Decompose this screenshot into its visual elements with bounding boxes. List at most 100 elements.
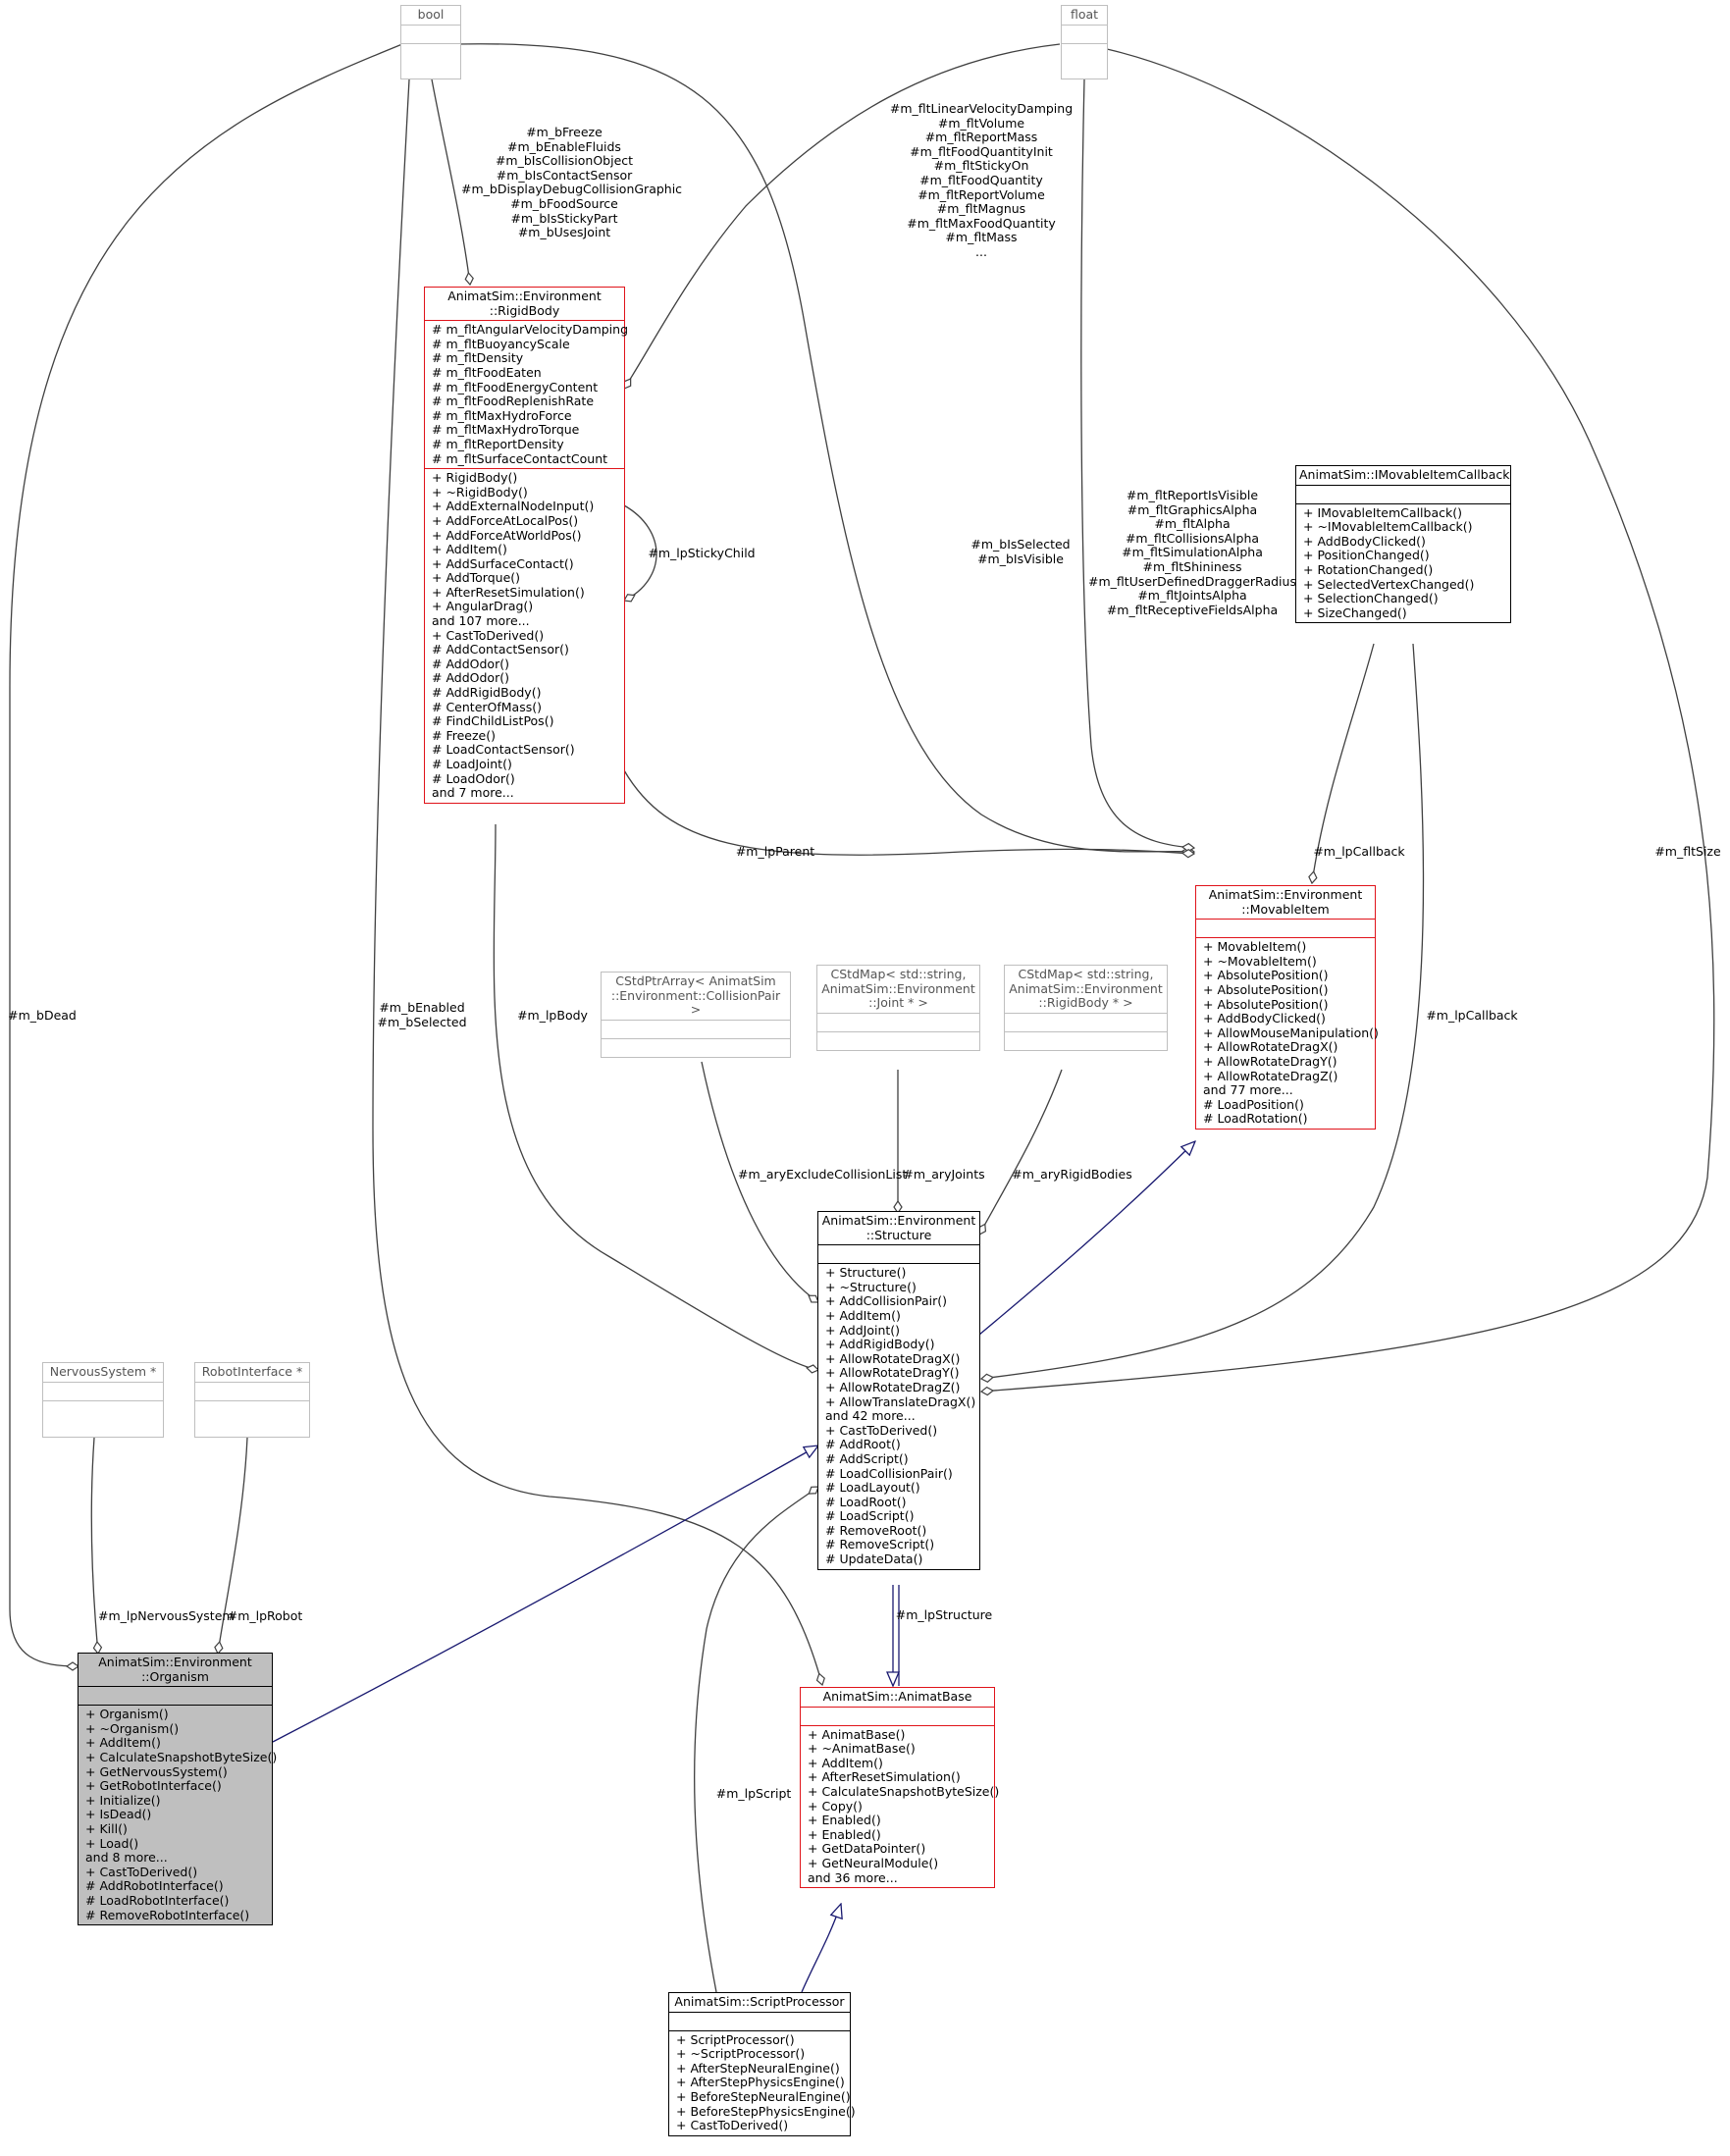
class-organism-method-7: + IsDead() (85, 1807, 152, 1822)
class-structure-title-1: ::Structure (865, 1227, 932, 1242)
label-rigidbody-float-7: #m_fltMagnus (936, 201, 1026, 217)
class-imovableitemcallback[interactable]: AnimatSim::IMovableItemCallback + IMovab… (1295, 465, 1511, 624)
class-animatbase[interactable]: AnimatSim::AnimatBase + AnimatBase()+ ~A… (800, 1687, 999, 1889)
class-imovableitemcallback-title-0: AnimatSim::IMovableItemCallback (1299, 467, 1510, 482)
class-animatbase-title: AnimatSim::AnimatBase (801, 1688, 994, 1707)
class-animatbase-method-5: + Copy() (808, 1798, 863, 1814)
class-structure[interactable]: AnimatSim::Environment::Structure + Stru… (817, 1211, 980, 1570)
class-organism[interactable]: AnimatSim::Environment::Organism + Organ… (78, 1653, 277, 1926)
label-movable-floats: #m_fltReportIsVisible#m_fltGraphicsAlpha… (1079, 488, 1305, 617)
class-organism-method-9: + Load() (85, 1835, 139, 1851)
label-movable-bool-1: #m_bIsVisible (977, 551, 1064, 566)
class-rigidbody-method-22: and 7 more... (432, 785, 514, 801)
class-bool[interactable]: bool (400, 5, 461, 79)
edge-float-rigidbody (624, 43, 1061, 389)
class-structure-method-14: # LoadCollisionPair() (825, 1465, 953, 1481)
class-nervoussystem-pointer[interactable]: NervousSystem * (42, 1362, 164, 1438)
label-movable-float-1: #m_fltGraphicsAlpha (1127, 501, 1258, 517)
class-animatbase-method-8: + GetDataPointer() (808, 1841, 926, 1857)
label-rigidbody-bool-0: #m_bFreeze (526, 125, 603, 139)
class-rigidbody-map-title-1: AnimatSim::Environment (1009, 980, 1163, 996)
label-parent: #m_lpParent (735, 844, 815, 859)
class-movableitem-method-3: + AbsolutePosition() (1203, 981, 1329, 997)
edge-script-inherits-animatbase (801, 1904, 841, 1993)
label-rigidbody-float-3: #m_fltFoodQuantityInit (910, 143, 1053, 159)
edge-bool-rigidbody (431, 79, 470, 285)
class-collisionpair-ptrarray[interactable]: CStdPtrArray< AnimatSim::Environment::Co… (601, 972, 791, 1058)
class-organism-method-12: # AddRobotInterface() (85, 1878, 224, 1894)
label-structure: #m_lpStructure (895, 1607, 993, 1622)
class-rigidbody-method-21: # LoadOdor() (432, 770, 515, 786)
class-float[interactable]: float (1061, 5, 1108, 79)
class-scriptprocessor-method-0: + ScriptProcessor() (676, 2031, 795, 2047)
label-rigidbody-floats: #m_fltLinearVelocityDamping#m_fltVolume#… (883, 101, 1079, 260)
edge-structure-inherits-movable (978, 1141, 1195, 1336)
class-structure-method-0: + Structure() (825, 1265, 907, 1281)
class-rigidbody-attribute-0: # m_fltAngularVelocityDamping (432, 322, 629, 338)
class-organism-title-0: AnimatSim::Environment (98, 1655, 252, 1669)
edge-bool-organism (9, 43, 403, 1666)
class-rigidbody-map-attributes (1005, 1012, 1167, 1031)
class-robotinterface-pointer-methods (195, 1399, 309, 1419)
label-rigidbody-bools: #m_bFreeze#m_bEnableFluids#m_bIsCollisio… (461, 125, 682, 240)
class-rigidbody-map[interactable]: CStdMap< std::string,AnimatSim::Environm… (1004, 965, 1168, 1051)
edge-callback-structure (981, 643, 1425, 1379)
class-joint-map-title: CStdMap< std::string,AnimatSim::Environm… (817, 966, 979, 1013)
class-rigidbody-attribute-6: # m_fltMaxHydroForce (432, 407, 572, 423)
class-joint-map[interactable]: CStdMap< std::string,AnimatSim::Environm… (816, 965, 980, 1051)
class-structure-method-13: # AddScript() (825, 1450, 909, 1466)
edge-float-structure (981, 48, 1715, 1392)
label-callback-structure: #m_lpCallback (1426, 1008, 1518, 1023)
class-collisionpair-ptrarray-title: CStdPtrArray< AnimatSim::Environment::Co… (602, 973, 790, 1020)
class-movableitem-methods: + MovableItem()+ ~MovableItem()+ Absolut… (1196, 937, 1379, 1129)
label-flt-size: #m_fltSize (1654, 844, 1721, 859)
class-imovableitemcallback-method-0: + IMovableItemCallback() (1303, 504, 1462, 520)
class-rigidbody-title-0: AnimatSim::Environment (447, 289, 602, 303)
label-rigidbody-float-0: #m_fltLinearVelocityDamping (889, 101, 1074, 116)
class-collisionpair-ptrarray-title-1: ::Environment::CollisionPair > (610, 987, 781, 1018)
label-exclude-collision: #m_aryExcludeCollisionList (738, 1167, 908, 1182)
class-imovableitemcallback-methods: + IMovableItemCallback()+ ~IMovableItemC… (1296, 502, 1510, 623)
class-movableitem-method-1: + ~MovableItem() (1203, 953, 1317, 969)
class-movableitem-method-2: + AbsolutePosition() (1203, 968, 1329, 983)
class-organism-method-2: + AddItem() (85, 1735, 161, 1751)
class-movableitem-title-1: ::MovableItem (1241, 901, 1330, 917)
class-structure-methods: + Structure()+ ~Structure()+ AddCollisio… (818, 1263, 979, 1568)
class-structure-title-0: AnimatSim::Environment (821, 1213, 976, 1228)
class-organism-methods: + Organism()+ ~Organism()+ AddItem()+ Ca… (79, 1705, 277, 1924)
class-imovableitemcallback-method-6: + SelectionChanged() (1303, 591, 1439, 606)
class-rigidbody-method-10: and 107 more... (432, 613, 530, 629)
class-structure-attributes (818, 1244, 979, 1263)
class-imovableitemcallback-attributes (1296, 484, 1510, 503)
label-lp-body: #m_lpBody (517, 1008, 588, 1023)
class-movableitem-method-9: + AllowRotateDragZ() (1203, 1068, 1338, 1083)
class-organism-method-5: + GetRobotInterface() (85, 1778, 222, 1794)
class-rigidbody-map-title-2: ::RigidBody * > (1038, 995, 1133, 1011)
label-nervous-system: #m_lpNervousSystem (98, 1608, 235, 1623)
class-movableitem-attributes (1196, 919, 1375, 937)
class-rigidbody[interactable]: AnimatSim::Environment::RigidBody # m_fl… (424, 287, 629, 804)
class-animatbase-title-0: AnimatSim::AnimatBase (822, 1689, 972, 1704)
label-movable-float-8: #m_fltReceptiveFieldsAlpha (1106, 602, 1279, 617)
label-rigidbody-bool-5: #m_bFoodSource (510, 195, 618, 211)
edge-organism-inherits-structure (272, 1446, 818, 1743)
label-base-bool-0: #m_bEnabled (379, 1000, 465, 1015)
label-callback-movable: #m_lpCallback (1313, 844, 1405, 859)
class-animatbase-method-3: + AfterResetSimulation() (808, 1769, 961, 1785)
class-scriptprocessor-method-1: + ~ScriptProcessor() (676, 2046, 806, 2062)
class-rigidbody-method-6: + AddSurfaceContact() (432, 555, 574, 571)
class-scriptprocessor[interactable]: AnimatSim::ScriptProcessor + ScriptProce… (668, 1992, 856, 2136)
class-rigidbody-method-11: + CastToDerived() (432, 627, 545, 643)
label-movable-bools: #m_bIsSelected#m_bIsVisible (957, 537, 1084, 566)
class-scriptprocessor-title-0: AnimatSim::ScriptProcessor (674, 1994, 845, 2009)
class-rigidbody-method-5: + AddItem() (432, 542, 507, 557)
class-rigidbody-method-16: # CenterOfMass() (432, 699, 542, 714)
class-organism-method-1: + ~Organism() (85, 1720, 180, 1736)
class-movableitem-method-11: # LoadPosition() (1203, 1096, 1304, 1112)
class-structure-method-9: + AllowTranslateDragX() (825, 1394, 976, 1409)
label-movable-bool-0: #m_bIsSelected (970, 537, 1071, 552)
class-robotinterface-pointer[interactable]: RobotInterface * (194, 1362, 310, 1438)
edge-rbmap-structure (979, 1069, 1063, 1235)
class-movableitem[interactable]: AnimatSim::Environment::MovableItem + Mo… (1195, 885, 1379, 1130)
label-base-bools: #m_bEnabled#m_bSelected (368, 1000, 476, 1029)
